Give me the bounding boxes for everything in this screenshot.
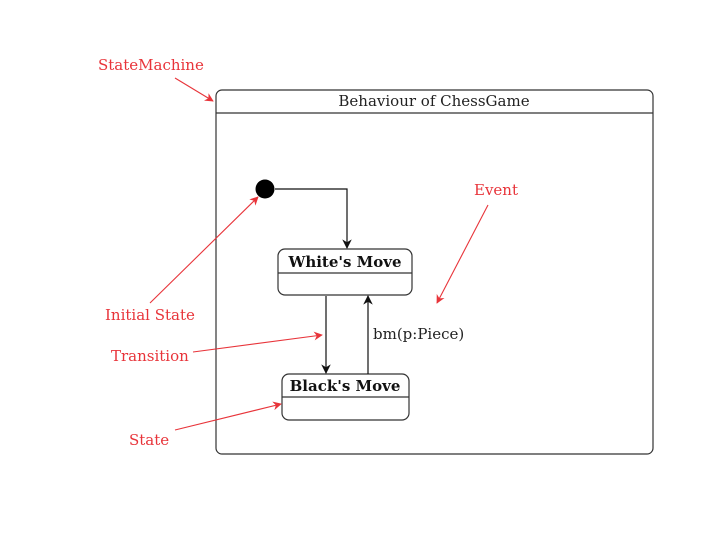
annotation-initial-state: Initial State [105, 196, 259, 324]
state-blacks-move-label: Black's Move [290, 377, 401, 395]
annotation-transition-label: Transition [111, 347, 189, 365]
annotation-state-machine-label: StateMachine [98, 56, 204, 74]
annotation-state-arrow [174, 401, 282, 431]
initial-state-node [255, 179, 275, 199]
annotation-state-machine-arrow [174, 77, 214, 102]
state-machine-title: Behaviour of ChessGame [338, 92, 529, 110]
transition-event-label: bm(p:Piece) [373, 325, 464, 343]
annotation-event: Event [436, 181, 518, 304]
annotation-event-label: Event [474, 181, 518, 199]
annotation-initial-state-arrow [149, 196, 259, 304]
annotation-state-label: State [129, 431, 169, 449]
annotation-state-machine: StateMachine [98, 56, 214, 102]
annotation-transition-arrow [192, 331, 323, 353]
annotation-initial-state-label: Initial State [105, 306, 195, 324]
annotation-transition: Transition [111, 331, 323, 365]
annotation-state: State [129, 401, 282, 449]
state-blacks-move: Black's Move [281, 373, 410, 421]
state-machine-frame: Behaviour of ChessGame [215, 89, 654, 455]
state-whites-move: White's Move [277, 248, 413, 296]
initial-transition-arrow [275, 188, 352, 249]
annotation-event-arrow [436, 204, 489, 304]
state-whites-move-label: White's Move [287, 253, 401, 271]
